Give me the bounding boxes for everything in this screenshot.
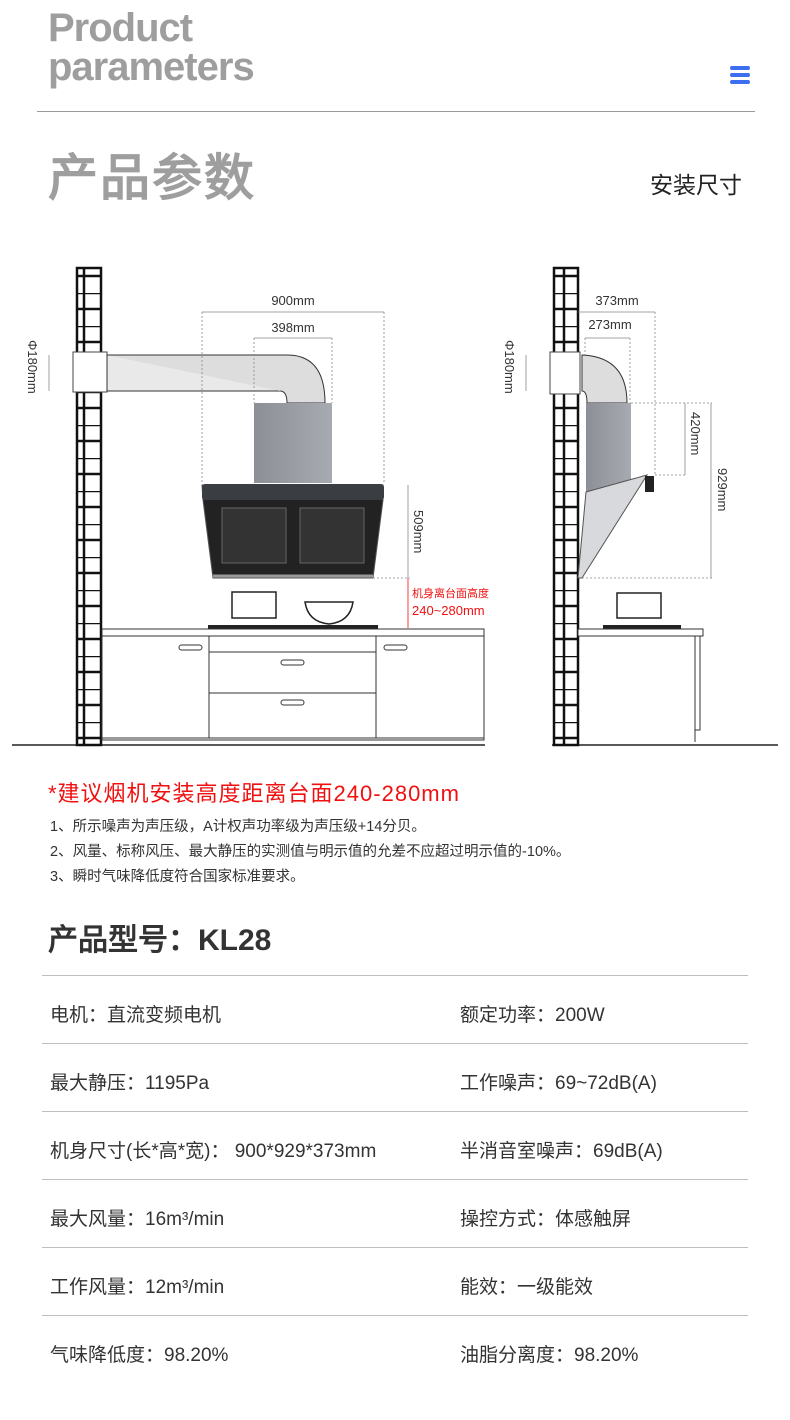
spec-cell: 工作风量：12m³/min <box>50 1277 225 1298</box>
table-row: 电机：直流变频电机 额定功率：200W <box>42 975 748 1043</box>
spec-cell: 机身尺寸(长*高*宽)： 900*929*373mm <box>50 1141 377 1162</box>
clearance-value: 240~280mm <box>412 603 485 618</box>
spec-cell: 额定功率：200W <box>460 1005 605 1026</box>
page-title: 产品参数 <box>48 150 256 206</box>
dim-width: 900mm <box>271 293 314 308</box>
hamburger-menu-icon[interactable] <box>730 66 750 86</box>
dim-duct-diameter: Φ180mm <box>25 340 40 394</box>
clearance-label: 机身离台面高度 <box>412 586 489 600</box>
section-subtitle: 安装尺寸 <box>650 172 742 198</box>
cabinet <box>101 635 485 741</box>
brick-wall <box>75 266 103 747</box>
title-en-line1: Product <box>48 6 193 50</box>
hood-chimney <box>254 403 332 483</box>
spec-cell: 最大风量：16m³/min <box>50 1209 225 1230</box>
pot-icon <box>231 591 277 619</box>
installation-diagram: 900mm 398mm Φ180mm 509mm 机身离台面高度 240~280… <box>12 266 778 747</box>
table-row: 机身尺寸(长*高*宽)： 900*929*373mm 半消音室噪声：69dB(A) <box>42 1111 748 1179</box>
table-row: 最大静压：1195Pa 工作噪声：69~72dB(A) <box>42 1043 748 1111</box>
model-title: 产品型号：KL28 <box>48 924 272 957</box>
note-1: 1、所示噪声为声压级，A计权声功率级为声压级+14分贝。 <box>50 819 426 835</box>
table-row: 气味降低度：98.20% 油脂分离度：98.20% <box>42 1315 748 1383</box>
spec-cell: 气味降低度：98.20% <box>50 1345 229 1366</box>
table-row: 工作风量：12m³/min 能效：一级能效 <box>42 1247 748 1315</box>
title-en-line2: parameters <box>48 45 255 89</box>
spec-cell: 操控方式：体感触屏 <box>460 1209 632 1230</box>
dim-duct-depth: 273mm <box>588 317 631 332</box>
spec-table: 电机：直流变频电机 额定功率：200W 最大静压：1195Pa 工作噪声：69~72… <box>42 975 748 1383</box>
dim-body-height: 509mm <box>411 510 426 553</box>
spec-cell: 电机：直流变频电机 <box>50 1005 222 1026</box>
spec-cell: 最大静压：1195Pa <box>50 1073 210 1094</box>
table-row: 最大风量：16m³/min 操控方式：体感触屏 <box>42 1179 748 1247</box>
note-2: 2、风量、标称风压、最大静压的实测值与明示值的允差不应超过明示值的-10%。 <box>50 844 571 860</box>
install-height-warning: *建议烟机安装高度距离台面240-280mm <box>48 781 460 806</box>
dim-duct-width: 398mm <box>271 320 314 335</box>
dim-side-duct-diameter: Φ180mm <box>502 340 517 394</box>
spec-cell: 半消音室噪声：69dB(A) <box>460 1141 663 1162</box>
brick-wall-side <box>552 266 580 747</box>
note-3: 3、瞬时气味降低度符合国家标准要求。 <box>50 869 305 885</box>
dim-upper-height: 420mm <box>688 412 703 455</box>
spec-cell: 油脂分离度：98.20% <box>460 1345 639 1366</box>
dim-depth: 373mm <box>595 293 638 308</box>
wok-icon <box>304 601 354 625</box>
spec-cell: 工作噪声：69~72dB(A) <box>460 1073 657 1094</box>
dim-total-height: 929mm <box>715 468 730 511</box>
spec-cell: 能效：一级能效 <box>460 1277 594 1298</box>
divider <box>37 111 755 112</box>
